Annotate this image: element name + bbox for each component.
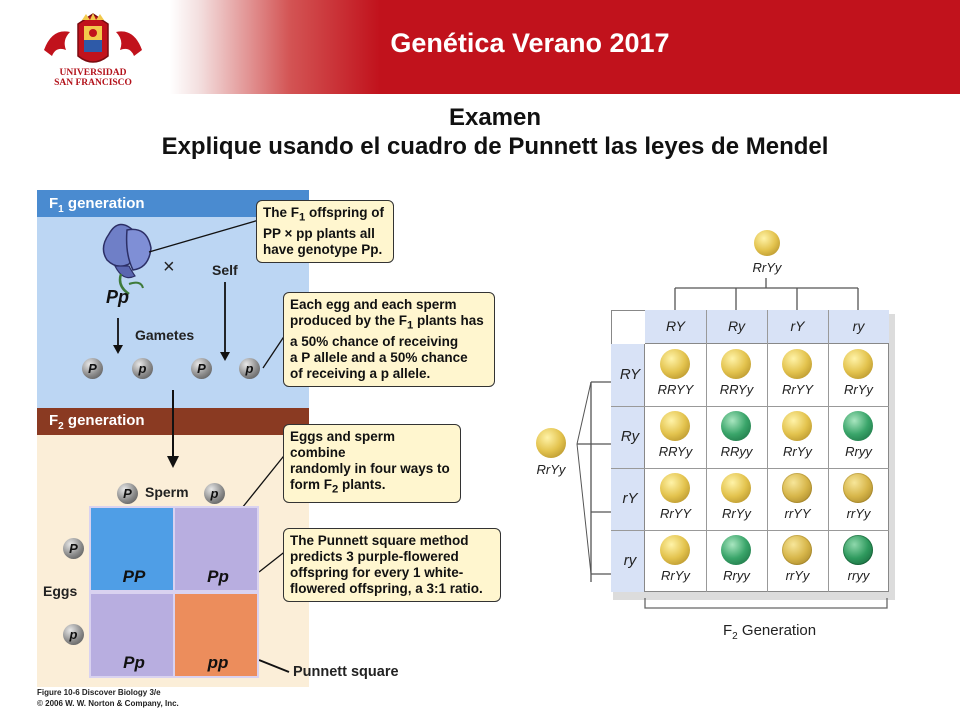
cell-genotype: rrYY: [784, 506, 811, 521]
cell-genotype: Rryy: [845, 444, 872, 459]
subtitle-line2: Explique usando el cuadro de Punnett las…: [161, 133, 829, 160]
row-gamete-label: RY: [619, 366, 641, 383]
mendel-monohybrid-figure: F1 generation F2 generation: [37, 190, 507, 687]
self-label: Self: [212, 262, 238, 278]
sperm-allele: p: [204, 483, 225, 504]
pea-seed-icon: [660, 349, 690, 379]
pea-seed-icon: [843, 349, 873, 379]
figure-caption: Figure 10-6 Discover Biology 3/e © 2006 …: [37, 688, 179, 708]
logo-text: UNIVERSIDAD SAN FRANCISCO: [54, 68, 132, 88]
pea-seed-icon: [721, 535, 751, 565]
top-parent-genotype: RrYy: [752, 260, 782, 275]
pea-seed-icon: [782, 535, 812, 565]
gamete-allele: P: [82, 358, 103, 379]
cell-genotype: Rryy: [723, 568, 750, 583]
pea-seed-icon: [843, 535, 873, 565]
cell-genotype: RRYY: [657, 382, 694, 397]
cell-genotype: RrYy: [783, 444, 812, 459]
slide-title: Genética Verano 2017: [390, 28, 670, 58]
cell-genotype: RRYy: [719, 382, 754, 397]
punnett-square-label: Punnett square: [293, 664, 399, 680]
subtitle-line1: Examen: [448, 104, 542, 131]
column-gamete-label: ry: [852, 318, 865, 334]
gamete-allele: p: [132, 358, 153, 379]
gametes-label: Gametes: [135, 327, 195, 343]
sperm-allele: P: [117, 483, 138, 504]
header-band: [0, 0, 960, 94]
gamete-allele: p: [239, 358, 260, 379]
pea-seed-icon: [721, 473, 751, 503]
side-parent-genotype: RrYy: [536, 462, 566, 477]
punnett-cell-pp-hetero: Pp: [89, 592, 175, 678]
pea-seed-icon: [843, 473, 873, 503]
cross-symbol: ×: [163, 256, 175, 278]
column-gamete-label: Ry: [727, 318, 746, 334]
callout-combine: Eggs and sperm combine randomly in four …: [283, 424, 461, 503]
grid-line: [611, 530, 889, 531]
pea-seed-icon: [782, 473, 812, 503]
f2-generation-caption: F2 Generation: [723, 622, 817, 642]
parent-genotype: Pp: [106, 287, 130, 307]
university-logo: [44, 13, 142, 63]
pea-seed-icon: [843, 411, 873, 441]
pea-seed-icon: [660, 473, 690, 503]
cell-genotype: RRyy: [720, 444, 753, 459]
punnett-cell-pp-recessive: pp: [173, 592, 259, 678]
f1-generation-label: F1 generation: [49, 195, 145, 215]
cell-genotype: RrYY: [781, 382, 814, 397]
slide-subtitle: Examen Explique usando el cuadro de Punn…: [0, 103, 960, 161]
cell-genotype: RrYy: [661, 568, 690, 583]
cell-genotype: RRYy: [658, 444, 693, 459]
callout-ratio: The Punnett square method predicts 3 pur…: [283, 528, 501, 602]
pea-seed-icon: [660, 535, 690, 565]
parent-pea-top-icon: [754, 230, 780, 256]
grid-line: [767, 310, 768, 592]
sperm-label: Sperm: [145, 484, 189, 500]
cell-genotype: rrYy: [785, 568, 810, 583]
column-gamete-label: rY: [790, 318, 805, 334]
pea-seed-icon: [721, 349, 751, 379]
column-gamete-label: RY: [666, 318, 685, 334]
cell-genotype: RrYy: [844, 382, 873, 397]
parent-flower-icon: [102, 223, 152, 296]
pea-seed-icon: [782, 411, 812, 441]
cell-genotype: rrYy: [846, 506, 871, 521]
egg-allele: P: [63, 538, 84, 559]
row-gamete-label: Ry: [620, 428, 640, 445]
callout-gametes: Each egg and each sperm produced by the …: [283, 292, 495, 387]
gamete-allele: P: [191, 358, 212, 379]
row-gamete-label: ry: [623, 552, 637, 569]
cell-genotype: RrYY: [659, 506, 692, 521]
cell-genotype: rryy: [847, 568, 870, 583]
pea-seed-icon: [660, 411, 690, 441]
egg-allele: p: [63, 624, 84, 645]
row-gamete-label: rY: [622, 490, 638, 507]
cell-genotype: RrYy: [722, 506, 751, 521]
grid-line: [611, 468, 889, 469]
pea-seed-icon: [721, 411, 751, 441]
eggs-label: Eggs: [43, 583, 78, 599]
punnett-cell-pp-hetero: Pp: [173, 506, 259, 592]
callout-f1-offspring: The F1 offspring of PP × pp plants all h…: [256, 200, 394, 263]
parent-pea-side-icon: [536, 428, 566, 458]
grid-line: [828, 310, 829, 592]
punnett-cell-pp-dominant: PP: [89, 506, 175, 592]
f2-generation-label: F2 generation: [49, 412, 145, 432]
grid-line: [611, 406, 889, 407]
pea-seed-icon: [782, 349, 812, 379]
grid-line: [706, 310, 707, 592]
